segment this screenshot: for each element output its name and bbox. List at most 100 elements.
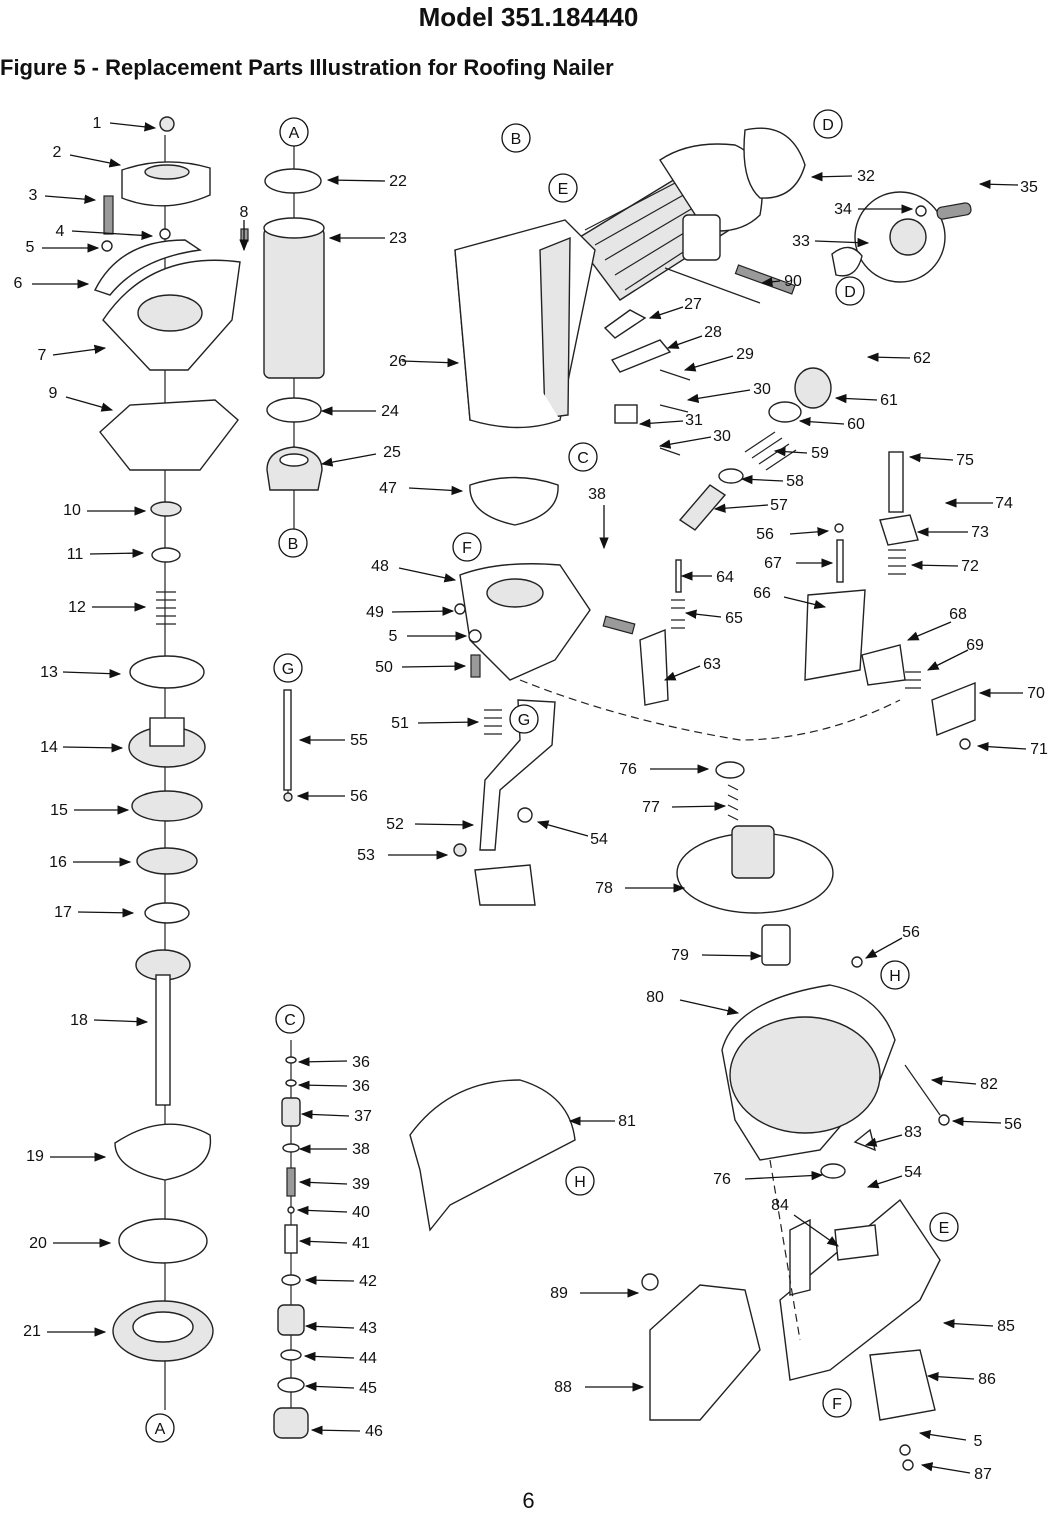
leader-arrow-47 bbox=[408, 485, 464, 496]
leader-arrow-25 bbox=[320, 453, 377, 467]
callout-36: 36 bbox=[352, 1078, 370, 1095]
callout-22: 22 bbox=[389, 173, 407, 190]
exhaust-assembly bbox=[678, 191, 972, 531]
leader-arrow-56 bbox=[864, 937, 903, 959]
callout-5: 5 bbox=[389, 628, 398, 645]
magazine-assembly bbox=[409, 679, 950, 1471]
callout-45: 45 bbox=[359, 1380, 377, 1397]
callout-85: 85 bbox=[997, 1318, 1015, 1335]
ref-marker-F: F bbox=[462, 540, 472, 557]
callout-27: 27 bbox=[684, 296, 702, 313]
callout-66: 66 bbox=[753, 585, 771, 602]
leader-arrow-27 bbox=[648, 306, 684, 320]
callout-37: 37 bbox=[354, 1108, 372, 1125]
ref-marker-circle-B bbox=[278, 528, 308, 558]
callout-56: 56 bbox=[902, 924, 920, 941]
ref-marker-B: B bbox=[288, 536, 299, 553]
callout-89: 89 bbox=[550, 1285, 568, 1302]
callout-44: 44 bbox=[359, 1350, 377, 1367]
leader-arrow-35 bbox=[978, 179, 1019, 189]
ref-marker-circle-A bbox=[145, 1413, 175, 1443]
ref-marker-D: D bbox=[822, 117, 834, 134]
ref-marker-G: G bbox=[282, 661, 294, 678]
leader-arrow-82 bbox=[930, 1076, 977, 1086]
callout-42: 42 bbox=[359, 1273, 377, 1290]
callout-24: 24 bbox=[381, 403, 399, 420]
callout-15: 15 bbox=[50, 802, 68, 819]
callout-38: 38 bbox=[588, 486, 606, 503]
callout-18: 18 bbox=[70, 1012, 88, 1029]
ref-marker-circle-E bbox=[548, 173, 578, 203]
leader-arrow-30 bbox=[658, 436, 712, 449]
callout-30: 30 bbox=[753, 381, 771, 398]
ref-marker-circle-B bbox=[501, 123, 531, 153]
ref-marker-circle-A bbox=[279, 117, 309, 147]
callout-34: 34 bbox=[834, 201, 852, 218]
leader-arrow-84 bbox=[793, 1214, 839, 1247]
callout-5: 5 bbox=[974, 1433, 983, 1450]
callout-86: 86 bbox=[978, 1371, 996, 1388]
callout-63: 63 bbox=[703, 656, 721, 673]
callout-13: 13 bbox=[40, 664, 58, 681]
leader-arrow-65 bbox=[684, 609, 722, 619]
leader-arrow-30 bbox=[686, 389, 751, 403]
leader-arrow-49 bbox=[391, 606, 455, 616]
leader-arrow-56 bbox=[951, 1116, 1002, 1127]
leader-arrow-5 bbox=[918, 1429, 967, 1441]
trigger-assembly bbox=[602, 267, 976, 750]
callout-87: 87 bbox=[974, 1466, 992, 1483]
leader-arrow-43 bbox=[304, 1321, 355, 1332]
leader-arrow-80 bbox=[679, 999, 740, 1016]
leader-arrow-18 bbox=[93, 1016, 149, 1027]
callout-50: 50 bbox=[375, 659, 393, 676]
figure-caption: Figure 5 - Replacement Parts Illustratio… bbox=[0, 55, 614, 80]
callout-11: 11 bbox=[67, 546, 84, 563]
callout-54: 54 bbox=[904, 1164, 922, 1181]
callout-69: 69 bbox=[966, 637, 984, 654]
callout-74: 74 bbox=[995, 495, 1013, 512]
ref-marker-B: B bbox=[511, 131, 522, 148]
leader-arrow-61 bbox=[834, 393, 878, 404]
callout-73: 73 bbox=[971, 524, 989, 541]
leader-arrow-52 bbox=[414, 820, 475, 830]
callout-20: 20 bbox=[29, 1235, 47, 1252]
leader-arrow-77 bbox=[671, 801, 727, 811]
callout-49: 49 bbox=[366, 604, 384, 621]
ref-marker-circle-H bbox=[880, 960, 910, 990]
ref-marker-circle-F bbox=[822, 1388, 852, 1418]
leader-arrow-46 bbox=[310, 1425, 361, 1435]
callout-36: 36 bbox=[352, 1054, 370, 1071]
ref-marker-circle-F bbox=[452, 532, 482, 562]
callout-55: 55 bbox=[350, 732, 368, 749]
callout-67: 67 bbox=[764, 555, 782, 572]
leader-arrow-63 bbox=[663, 665, 701, 681]
leader-arrow-79 bbox=[701, 951, 763, 961]
leader-arrow-17 bbox=[77, 908, 135, 918]
leader-arrow-31 bbox=[638, 418, 684, 428]
ref-marker-circle-G bbox=[273, 653, 303, 683]
callout-2: 2 bbox=[53, 144, 62, 161]
valve-stack-assembly bbox=[273, 1040, 309, 1439]
ref-marker-circle-C bbox=[275, 1004, 305, 1034]
callout-17: 17 bbox=[54, 904, 72, 921]
callout-70: 70 bbox=[1027, 685, 1045, 702]
callout-48: 48 bbox=[371, 558, 389, 575]
callout-5: 5 bbox=[26, 239, 35, 256]
leader-arrow-1 bbox=[109, 122, 157, 132]
ref-marker-circle-D bbox=[813, 109, 843, 139]
leader-arrow-48 bbox=[398, 567, 457, 583]
leader-arrow-39 bbox=[298, 1177, 348, 1188]
callout-35: 35 bbox=[1020, 179, 1038, 196]
leader-arrow-50 bbox=[401, 661, 467, 671]
leader-arrow-68 bbox=[906, 621, 952, 641]
leader-arrow-7 bbox=[52, 344, 107, 356]
callout-58: 58 bbox=[786, 473, 804, 490]
callout-56: 56 bbox=[350, 788, 368, 805]
callout-59: 59 bbox=[811, 445, 829, 462]
ref-marker-circle-E bbox=[929, 1212, 959, 1242]
leader-arrow-59 bbox=[773, 446, 808, 457]
callout-77: 77 bbox=[642, 799, 660, 816]
callout-39: 39 bbox=[352, 1176, 370, 1193]
leader-arrow-26 bbox=[401, 357, 460, 368]
